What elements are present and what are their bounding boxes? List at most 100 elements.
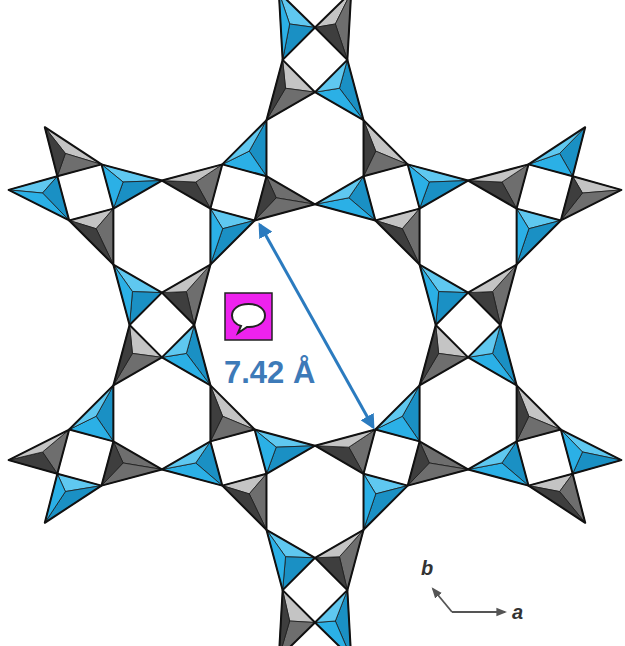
tetrahedron-outline — [420, 265, 469, 325]
tetrahedron — [408, 441, 468, 485]
tetrahedron-outline — [315, 176, 375, 220]
tetrahedron-outline — [315, 590, 351, 646]
tetrahedron-face — [375, 416, 419, 441]
tetrahedron — [517, 209, 561, 265]
tetrahedron — [468, 325, 517, 385]
axis-label: b — [419, 557, 435, 579]
tetrahedron — [468, 265, 517, 325]
tetrahedron — [528, 127, 585, 176]
tetrahedron-outline — [45, 127, 102, 176]
tetrahedra-layer — [9, 0, 622, 646]
tetrahedron — [69, 209, 113, 265]
tetrahedron — [468, 441, 528, 485]
tetrahedron — [9, 430, 70, 474]
tetrahedron-outline — [9, 176, 70, 220]
tetrahedron — [315, 530, 364, 590]
tetrahedron-outline — [528, 127, 585, 176]
tetrahedron-outline — [162, 325, 211, 385]
tetrahedron — [45, 127, 102, 176]
tetrahedron — [255, 176, 315, 220]
tetrahedron — [528, 474, 585, 523]
axis-label: a — [510, 601, 525, 623]
tetrahedron-outline — [222, 474, 266, 530]
tetrahedron — [279, 0, 315, 60]
tetrahedron — [255, 430, 315, 474]
comment-bubble — [232, 304, 265, 333]
tetrahedron-outline — [517, 385, 561, 441]
tetrahedron-outline — [113, 325, 162, 385]
tetrahedron-outline — [266, 530, 315, 590]
tetrahedron — [517, 385, 561, 441]
tetrahedron-outline — [375, 385, 419, 441]
tetrahedron-outline — [279, 0, 315, 60]
tetrahedron-face — [364, 474, 376, 530]
tetrahedron-face — [517, 385, 529, 441]
comment-icon-box — [225, 293, 272, 340]
tetrahedron-face — [222, 151, 266, 176]
tetrahedron-outline — [364, 474, 408, 530]
tetrahedron-outline — [45, 474, 102, 523]
tetrahedron-outline — [364, 120, 408, 176]
tetrahedron-outline — [102, 441, 162, 485]
pore-diameter-arrow — [260, 225, 373, 427]
tetrahedron — [279, 590, 315, 646]
tetrahedron — [408, 164, 468, 208]
tetrahedron — [420, 265, 469, 325]
tetrahedron-face — [364, 120, 376, 176]
tetrahedron-outline — [255, 176, 315, 220]
tetrahedron-outline — [102, 164, 162, 208]
tetrahedron-outline — [408, 441, 468, 485]
tetrahedron-outline — [468, 441, 528, 485]
tetrahedron-outline — [210, 385, 254, 441]
tetrahedron — [420, 325, 469, 385]
tetrahedron — [113, 325, 162, 385]
tetrahedron-outline — [408, 164, 468, 208]
tetrahedron-outline — [266, 60, 315, 120]
tetrahedron — [375, 209, 419, 265]
tetrahedron — [113, 265, 162, 325]
tetrahedron-outline — [561, 430, 622, 474]
tetrahedron — [69, 385, 113, 441]
tetrahedron-outline — [528, 474, 585, 523]
tetrahedron-outline — [315, 430, 375, 474]
tetrahedron-outline — [113, 265, 162, 325]
tetrahedron-outline — [210, 209, 254, 265]
tetrahedron — [315, 430, 375, 474]
tetrahedron — [266, 60, 315, 120]
tetrahedron — [315, 590, 351, 646]
tetrahedron-outline — [222, 120, 266, 176]
tetrahedron-outline — [517, 209, 561, 265]
tetrahedron — [315, 176, 375, 220]
tetrahedron — [210, 385, 254, 441]
dimension-label: 7.42 Å — [222, 356, 317, 390]
tetrahedron — [102, 441, 162, 485]
tetrahedron-face — [517, 209, 529, 265]
tetrahedron-outline — [162, 164, 222, 208]
tetrahedron-outline — [420, 325, 469, 385]
axis-indicator — [433, 589, 505, 612]
tetrahedron — [364, 474, 408, 530]
tetrahedron — [315, 0, 351, 60]
tetrahedron-face — [210, 385, 222, 441]
tetrahedron-outline — [162, 441, 222, 485]
tetrahedron — [162, 164, 222, 208]
tetrahedron — [561, 430, 622, 474]
tetrahedron-outline — [255, 430, 315, 474]
tetrahedron-outline — [468, 325, 517, 385]
tetrahedron-face — [315, 621, 351, 646]
tetrahedron-face — [69, 416, 113, 441]
tetrahedron-outline — [315, 530, 364, 590]
tetrahedron — [45, 474, 102, 523]
tetrahedron — [375, 385, 419, 441]
tetrahedron — [315, 60, 364, 120]
tetrahedron — [9, 176, 70, 220]
tetrahedron — [561, 176, 622, 220]
tetrahedron-outline — [279, 590, 315, 646]
tetrahedron-outline — [9, 430, 70, 474]
tetrahedron — [162, 441, 222, 485]
comment-icon — [225, 293, 272, 340]
tetrahedron — [102, 164, 162, 208]
axis-a-arrow — [452, 611, 505, 613]
tetrahedron — [162, 325, 211, 385]
